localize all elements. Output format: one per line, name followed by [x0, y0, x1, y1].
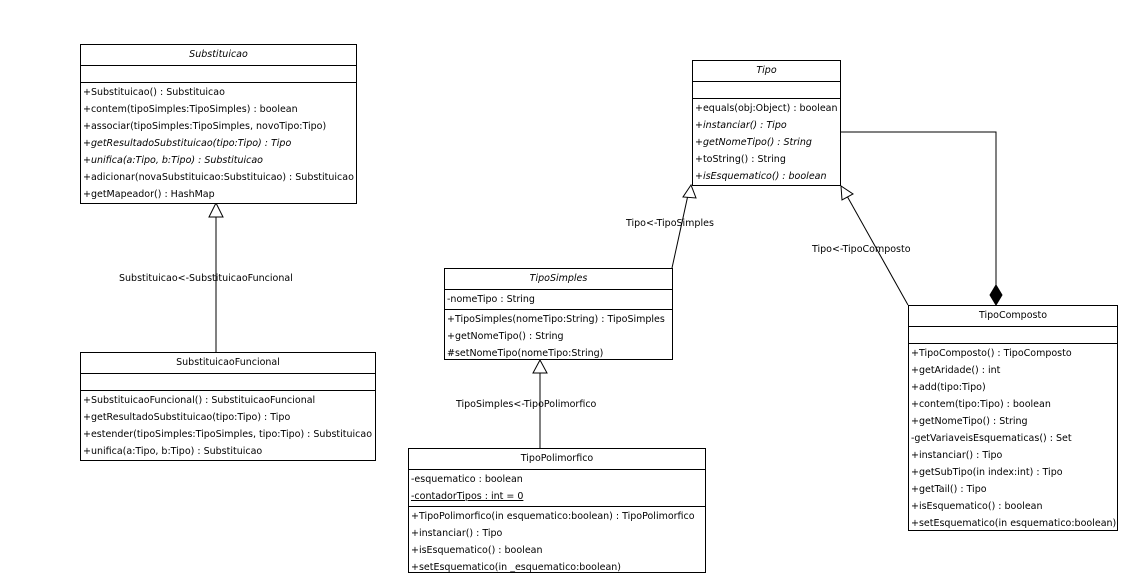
class-substituicao[interactable]: Substituicao +Substituicao() : Substitui… [80, 44, 357, 204]
relation-label-tipocomposto: Tipo<-TipoComposto [812, 244, 911, 255]
attribute: -nomeTipo : String [447, 294, 535, 305]
attributes-section: -nomeTipo : String [445, 290, 672, 310]
operation: +equals(obj:Object) : boolean [695, 103, 838, 114]
class-name: SubstituicaoFuncional [81, 353, 375, 374]
class-name: Tipo [693, 61, 840, 82]
operation: +associar(tipoSimples:TipoSimples, novoT… [83, 121, 327, 132]
operation: +getNomeTipo() : String [911, 416, 1028, 427]
attribute-static: -contadorTipos : int = 0 [411, 491, 524, 502]
operation: +isEsquematico() : boolean [695, 171, 827, 182]
operation: +getNomeTipo() : String [447, 331, 564, 342]
attributes-section [909, 327, 1117, 344]
operation: +add(tipo:Tipo) [911, 382, 986, 393]
class-tipo-composto[interactable]: TipoComposto +TipoComposto() : TipoCompo… [908, 305, 1118, 531]
attributes-section [81, 374, 375, 391]
operations-section: +TipoSimples(nomeTipo:String) : TipoSimp… [445, 310, 672, 363]
operation: +instanciar() : Tipo [911, 450, 1003, 461]
operations-section: +TipoComposto() : TipoComposto +getArida… [909, 344, 1117, 533]
operation: +setEsquematico(in _esquematico:boolean) [411, 562, 621, 573]
operation: +toString() : String [695, 154, 786, 165]
operations-section: +SubstituicaoFuncional() : SubstituicaoF… [81, 391, 375, 461]
operations-section: +TipoPolimorfico(in esquematico:boolean)… [409, 507, 705, 577]
operation: +getMapeador() : HashMap [83, 189, 215, 200]
operation: +getTail() : Tipo [911, 484, 987, 495]
operations-section: +Substituicao() : Substituicao +contem(t… [81, 83, 356, 204]
class-name: Substituicao [81, 45, 356, 66]
operation: +isEsquematico() : boolean [911, 501, 1043, 512]
operation: +instanciar() : Tipo [695, 120, 787, 131]
attribute: -esquematico : boolean [411, 474, 523, 485]
operation: -getVariaveisEsquematicas() : Set [911, 433, 1072, 444]
attributes-section: -esquematico : boolean -contadorTipos : … [409, 470, 705, 507]
operation: +isEsquematico() : boolean [411, 545, 543, 556]
relation-label-tipopolimorfico: TipoSimples<-TipoPolimorfico [456, 399, 597, 410]
operation: +getSubTipo(in index:int) : Tipo [911, 467, 1063, 478]
operation: +instanciar() : Tipo [411, 528, 503, 539]
operation: +getAridade() : int [911, 365, 1001, 376]
class-tipo-simples[interactable]: TipoSimples -nomeTipo : String +TipoSimp… [444, 268, 673, 360]
attributes-section [81, 66, 356, 83]
operation: +contem(tipoSimples:TipoSimples) : boole… [83, 104, 298, 115]
operation: +estender(tipoSimples:TipoSimples, tipo:… [83, 429, 373, 440]
generalization-tipocomposto [840, 185, 909, 306]
operation: +setEsquematico(in esquematico:boolean) [911, 518, 1117, 529]
operation: +contem(tipo:Tipo) : boolean [911, 399, 1051, 410]
relation-label-tiposimples: Tipo<-TipoSimples [626, 218, 714, 229]
generalization-substituicao [208, 201, 224, 352]
operation: +TipoPolimorfico(in esquematico:boolean)… [411, 511, 695, 522]
operation: +getResultadoSubstituicao(tipo:Tipo) : T… [83, 138, 292, 149]
class-tipo[interactable]: Tipo +equals(obj:Object) : boolean +inst… [692, 60, 841, 186]
operations-section: +equals(obj:Object) : boolean +instancia… [693, 99, 840, 186]
generalization-tipopolimorfico [532, 358, 548, 448]
generalization-tiposimples [671, 183, 697, 269]
class-substituicao-funcional[interactable]: SubstituicaoFuncional +SubstituicaoFunci… [80, 352, 376, 461]
class-name: TipoSimples [445, 269, 672, 290]
operation: +SubstituicaoFuncional() : SubstituicaoF… [83, 395, 316, 406]
operation: +Substituicao() : Substituicao [83, 87, 225, 98]
operation: +TipoComposto() : TipoComposto [911, 348, 1072, 359]
class-name: TipoComposto [909, 306, 1117, 327]
operation: +unifica(a:Tipo, b:Tipo) : Substituicao [83, 446, 263, 457]
operation: #setNomeTipo(nomeTipo:String) [447, 348, 604, 359]
operation: +TipoSimples(nomeTipo:String) : TipoSimp… [447, 314, 665, 325]
composition-tipo-tipocomposto [840, 131, 1003, 306]
operation: +adicionar(novaSubstituicao:Substituicao… [83, 172, 354, 183]
attributes-section [693, 82, 840, 99]
operation: +getResultadoSubstituicao(tipo:Tipo) : T… [83, 412, 291, 423]
class-name: TipoPolimorfico [409, 449, 705, 470]
class-tipo-polimorfico[interactable]: TipoPolimorfico -esquematico : boolean -… [408, 448, 706, 573]
operation: +unifica(a:Tipo, b:Tipo) : Substituicao [83, 155, 263, 166]
relation-label-substituicao: Substituicao<-SubstituicaoFuncional [119, 273, 293, 284]
operation: +getNomeTipo() : String [695, 137, 812, 148]
